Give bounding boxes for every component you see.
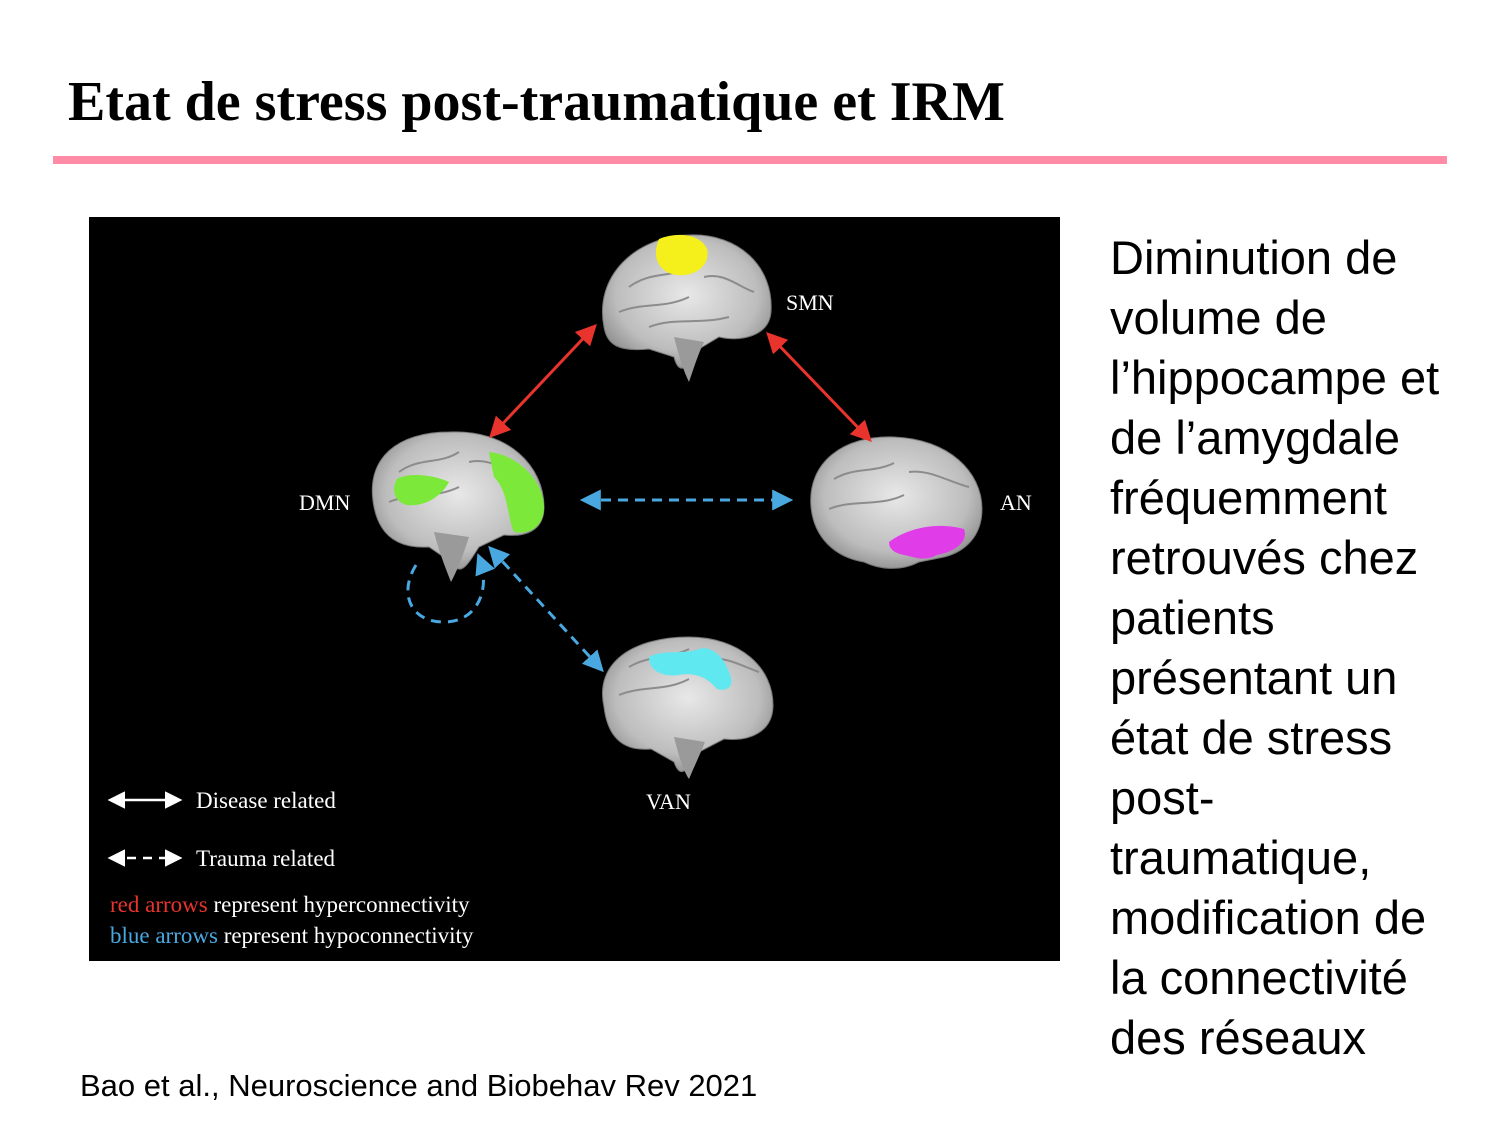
an-brain bbox=[810, 436, 983, 569]
side-text-line: volume de bbox=[1110, 291, 1327, 344]
smn-label: SMN bbox=[786, 290, 834, 315]
dmn-brain bbox=[371, 431, 545, 582]
side-text-line: modification de bbox=[1110, 891, 1427, 944]
legend-red-prefix: red arrows bbox=[110, 892, 208, 917]
side-text-line: la connectivité bbox=[1110, 951, 1408, 1004]
legend-solid-label: Disease related bbox=[196, 788, 336, 813]
dmn-highlight-frontal bbox=[489, 452, 544, 533]
side-text-line: post- bbox=[1110, 771, 1215, 824]
legend-blue-prefix: blue arrows bbox=[110, 923, 218, 948]
arrow-dmn-van bbox=[488, 545, 604, 673]
van-label: VAN bbox=[646, 789, 691, 814]
legend-blue-line: blue arrows represent hypoconnectivity bbox=[110, 923, 474, 948]
side-text-line: traumatique, bbox=[1110, 831, 1372, 884]
an-highlight bbox=[889, 525, 965, 559]
side-text-line: l’hippocampe et bbox=[1110, 351, 1440, 404]
side-text-line: Diminution de bbox=[1110, 231, 1398, 284]
side-description: Diminution de volume de l’hippocampe et de … bbox=[1110, 228, 1490, 1068]
side-text-line: présentant un bbox=[1110, 651, 1398, 704]
legend-red-line: red arrows represent hyperconnectivity bbox=[110, 892, 470, 917]
arrow-smn-an bbox=[766, 331, 872, 443]
arrow-dmn-self-loop bbox=[406, 553, 495, 624]
legend-red-suffix: represent hyperconnectivity bbox=[208, 892, 470, 917]
smn-brain bbox=[602, 234, 772, 382]
side-text-line: retrouvés chez bbox=[1110, 531, 1419, 584]
side-text-line: de l’amygdale bbox=[1110, 411, 1401, 464]
side-text-line: fréquemment bbox=[1110, 471, 1387, 524]
legend-blue-suffix: represent hypoconnectivity bbox=[218, 923, 474, 948]
side-text-line: état de stress bbox=[1110, 711, 1393, 764]
van-brain bbox=[602, 636, 774, 779]
title-divider bbox=[53, 156, 1447, 164]
smn-highlight bbox=[655, 234, 708, 276]
citation: Bao et al., Neuroscience and Biobehav Re… bbox=[80, 1068, 758, 1103]
van-highlight bbox=[649, 648, 732, 690]
network-figure: SMN DMN AN VAN bbox=[89, 217, 1060, 961]
side-text-line: patients bbox=[1110, 591, 1275, 644]
slide-title: Etat de stress post-traumatique et IRM bbox=[68, 71, 1005, 133]
legend-dashed-label: Trauma related bbox=[196, 846, 336, 871]
an-label: AN bbox=[1000, 490, 1032, 515]
network-diagram: SMN DMN AN VAN bbox=[107, 234, 1032, 948]
arrow-dmn-smn bbox=[489, 323, 597, 439]
dmn-label: DMN bbox=[299, 490, 350, 515]
dmn-highlight-posterior bbox=[394, 475, 449, 506]
side-text-line: des réseaux bbox=[1110, 1011, 1367, 1064]
